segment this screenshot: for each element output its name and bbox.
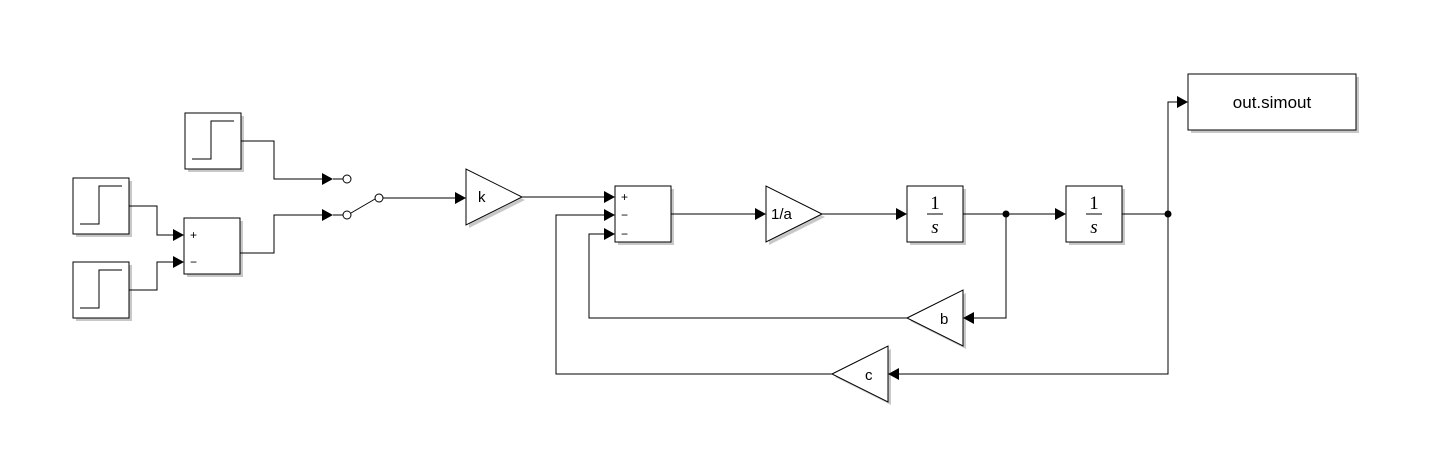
manual-switch[interactable] [342, 174, 384, 220]
signal-lines [129, 96, 1188, 380]
integrator-1[interactable]: 1 s [906, 185, 966, 245]
switch-lever [350, 198, 376, 214]
integrator-2[interactable]: 1 s [1065, 185, 1125, 245]
step-icon [80, 185, 122, 225]
sum-sign-minus-1: − [621, 208, 628, 222]
integrator-1-denominator: s [931, 217, 938, 238]
gain-inverse-a[interactable]: 1/a [765, 185, 825, 245]
gain-inverse-a-label: 1/a [771, 206, 793, 223]
gain-c[interactable]: c [830, 345, 891, 405]
switch-terminal-bottom [342, 210, 352, 220]
to-workspace-block[interactable]: out.simout [1187, 73, 1359, 133]
gain-k-label: k [478, 189, 486, 206]
step-source-middle[interactable] [72, 177, 132, 237]
sum-block-input[interactable]: + − [183, 217, 243, 277]
gain-b-label: b [940, 311, 948, 328]
integrator-2-numerator: 1 [1089, 193, 1099, 214]
switch-terminal-output [374, 193, 384, 203]
gain-c-label: c [865, 367, 873, 384]
gain-k[interactable]: k [465, 168, 525, 228]
to-workspace-label: out.simout [1233, 93, 1312, 112]
sum-sign-minus-2: − [621, 227, 628, 241]
step-icon [80, 269, 122, 309]
sum-block-main[interactable]: + − − [614, 185, 674, 245]
integrator-1-numerator: 1 [930, 193, 940, 214]
switch-terminal-top [342, 174, 352, 184]
gain-b[interactable]: b [905, 289, 966, 349]
sum-sign-minus: − [190, 255, 197, 269]
step-source-bottom[interactable] [72, 261, 132, 321]
sum-sign-plus: + [190, 228, 197, 242]
sum-sign-plus: + [621, 190, 628, 204]
step-source-top[interactable] [184, 112, 244, 172]
integrator-2-denominator: s [1090, 217, 1097, 238]
step-icon [192, 120, 234, 160]
